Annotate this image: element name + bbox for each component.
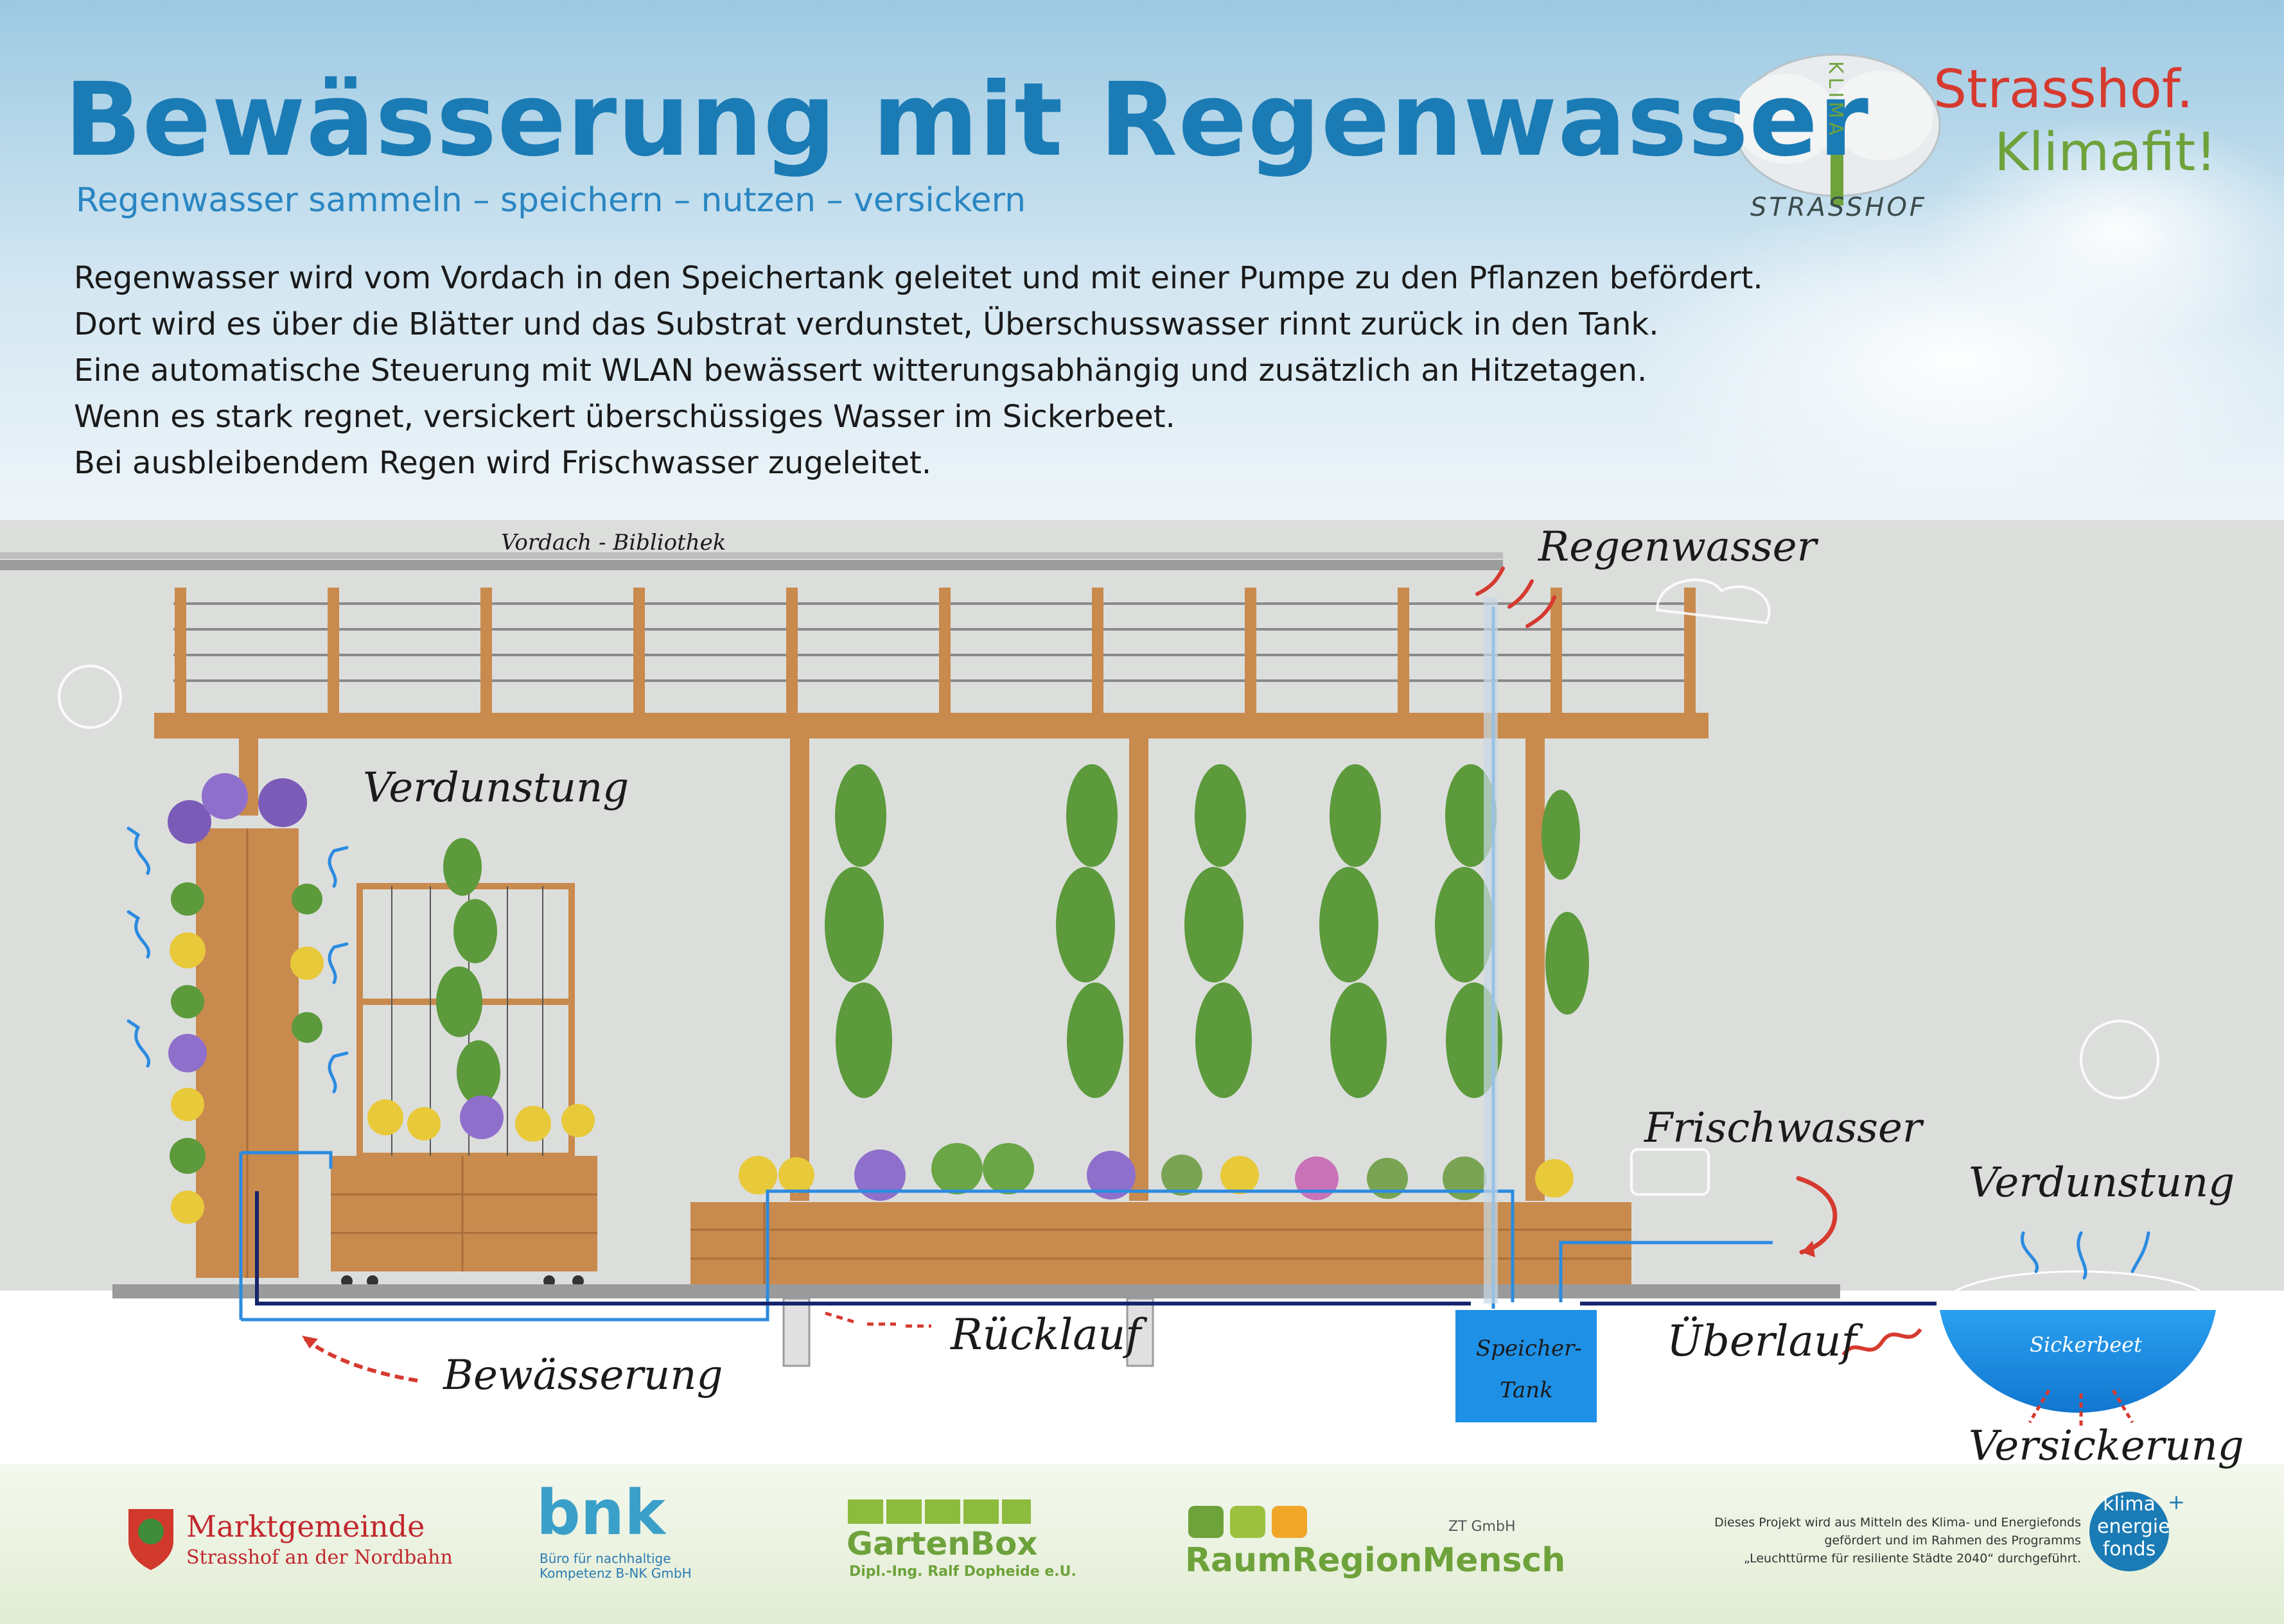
bnk-logo: bnk xyxy=(536,1477,665,1549)
kef-line-3: fonds xyxy=(2102,1538,2156,1560)
raumregionmensch-suffix: ZT GmbH xyxy=(1448,1519,1516,1535)
brand-strasshof: Strasshof. xyxy=(1933,59,2193,120)
pergola-posts xyxy=(239,738,1545,1201)
raumregionmensch-icon xyxy=(1188,1506,1307,1538)
rain-arrows xyxy=(1475,566,1556,628)
coat-of-arms-icon xyxy=(128,1509,173,1570)
watering-can-icon xyxy=(1630,1148,1710,1196)
soakaway-label: Sickerbeet xyxy=(2030,1332,2142,1357)
canopy-gutter xyxy=(0,552,1503,559)
sponsor-text-3: „Leuchttürme für resiliente Städte 2040“… xyxy=(1743,1551,2081,1566)
evaporation-label-left: Verdunstung xyxy=(363,764,629,812)
trellis-planter-box xyxy=(331,1156,597,1271)
return-flow-arrows xyxy=(825,1311,931,1328)
kef-line-2: energie xyxy=(2097,1515,2170,1538)
overflow-label: Überlauf xyxy=(1667,1316,1857,1366)
freshwater-arrow xyxy=(1796,1176,1838,1255)
freshwater-label: Frischwasser xyxy=(1644,1104,1922,1152)
gartenbox-name: GartenBox xyxy=(847,1525,1038,1562)
footer-band xyxy=(0,1464,2284,1624)
pergola-beam xyxy=(154,713,1709,738)
trellis-planter-flowers xyxy=(367,1096,595,1142)
description-line-3: Eine automatische Steuerung mit WLAN bew… xyxy=(74,353,1647,389)
downpipe xyxy=(1484,597,1498,1304)
pavement xyxy=(112,1284,1840,1298)
sun-icon xyxy=(58,665,2159,1099)
pergola-railing-posts xyxy=(175,588,1696,716)
kef-plus: + xyxy=(2168,1490,2185,1514)
trellis-climber-plant xyxy=(436,838,500,1104)
sponsor-text-2: gefördert und im Rahmen des Programms xyxy=(1824,1533,2081,1548)
description-line-4: Wenn es stark regnet, versickert übersch… xyxy=(74,399,1175,435)
klima-energiefonds-icon xyxy=(2089,1492,2169,1571)
evaporation-arrows-left xyxy=(127,826,349,1094)
return-pipes xyxy=(255,1191,1937,1305)
tank-label-line2: Tank xyxy=(1500,1377,1553,1403)
storage-tank xyxy=(1455,1310,1597,1422)
soakaway-pool xyxy=(1940,1310,2216,1413)
gartenbox-subtitle: Dipl.-Ing. Ralf Dopheide e.U. xyxy=(849,1564,1076,1580)
bnk-subtitle-1: Büro für nachhaltige xyxy=(540,1551,671,1566)
description-line-2: Dort wird es über die Blätter und das Su… xyxy=(74,306,1659,342)
logo-strasshof-text: STRASSHOF xyxy=(1750,193,1927,222)
gartenbox-icon xyxy=(848,1499,1031,1524)
raumregionmensch-name: RaumRegionMensch xyxy=(1185,1541,1566,1580)
pergola-railing xyxy=(173,602,1696,682)
vertical-planter-flowers xyxy=(168,773,324,1224)
irrigation-label: Bewässerung xyxy=(443,1352,723,1399)
page-subtitle: Regenwasser sammeln – speichern – nutzen… xyxy=(76,181,1026,220)
overflow-arrow xyxy=(1841,1328,1922,1356)
evaporation-arrows-right xyxy=(2020,1231,2150,1280)
kef-line-1: klima xyxy=(2103,1493,2156,1515)
klima-logo-tree xyxy=(1733,53,1941,205)
rainwater-label: Regenwasser xyxy=(1538,523,1817,571)
planter-wheels xyxy=(341,1275,584,1287)
bnk-subtitle-2: Kompetenz B-NK GmbH xyxy=(540,1566,692,1581)
cloud-decoration xyxy=(1927,116,2284,347)
brand-klimafit: Klimafit! xyxy=(1994,122,2217,183)
logo-klima-text: KLIMA xyxy=(1824,61,1847,139)
description-line-5: Bei ausbleibendem Regen wird Frischwasse… xyxy=(74,445,932,481)
municipality-name: Marktgemeinde xyxy=(186,1509,425,1544)
tank-label-line1: Speicher- xyxy=(1476,1336,1582,1361)
page-title: Bewässerung mit Regenwasser xyxy=(64,61,1870,179)
bed-supports xyxy=(782,1297,1154,1367)
long-raised-bed xyxy=(690,1202,1631,1286)
description-line-1: Regenwasser wird vom Vordach in den Spei… xyxy=(74,260,1763,296)
sponsor-text-1: Dieses Projekt wird aus Mitteln des Klim… xyxy=(1714,1515,2081,1530)
infiltration-label: Versickerung xyxy=(1969,1422,2244,1470)
rain-cloud-icon xyxy=(1655,579,1771,625)
irrigation-arrow xyxy=(304,1337,418,1383)
roof-label: Vordach - Bibliothek xyxy=(501,530,726,555)
raised-bed-flowers xyxy=(739,1143,1574,1201)
canopy-roof xyxy=(0,560,1503,570)
municipality-subname: Strasshof an der Nordbahn xyxy=(186,1546,453,1569)
infiltration-arrows xyxy=(2028,1389,2134,1426)
return-flow-label: Rücklauf xyxy=(951,1310,1141,1359)
evaporation-label-right: Verdunstung xyxy=(1969,1159,2235,1207)
